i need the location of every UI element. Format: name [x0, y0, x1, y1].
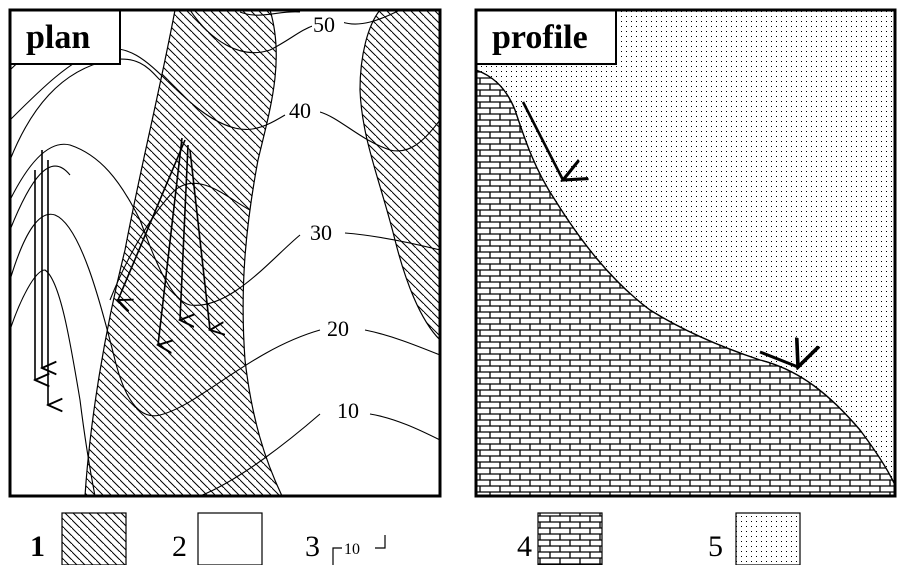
arrow-center-1 [158, 137, 183, 345]
contour-line-inner [10, 165, 251, 301]
contour-line-30 [10, 143, 440, 306]
arrow-center-2 [180, 144, 188, 320]
plan-title: plan [26, 19, 90, 56]
legend-contour-sample: 10 [344, 541, 360, 558]
profile-arrow-lower [759, 352, 798, 367]
contour-label-30: 30 [310, 220, 332, 245]
legend-swatch-brick [537, 512, 603, 565]
plan-title-box [9, 9, 121, 65]
legend-swatch-contour: 10 [332, 535, 386, 565]
plan-frame [8, 8, 442, 498]
contour-label-40: 40 [289, 98, 311, 123]
contour-lines [10, 10, 440, 496]
contour-line-20 [10, 213, 440, 417]
profile-title: profile [492, 19, 588, 56]
arrow-center-4 [118, 139, 186, 300]
contour-label-10: 10 [337, 398, 359, 423]
profile-frame [474, 8, 897, 498]
profile-arrow-upper [521, 101, 563, 180]
hatched-band-right [359, 10, 440, 341]
legend-swatch-dots [735, 512, 801, 565]
flow-arrows [35, 137, 210, 405]
profile-panel: profile [474, 8, 897, 498]
contour-line-40 [10, 47, 440, 152]
contour-line-10 [10, 269, 440, 496]
contour-label-20: 20 [327, 316, 349, 341]
legend-number-2: 2 [172, 530, 187, 563]
brick-bedrock [476, 69, 895, 496]
contour-label-50: 50 [313, 12, 335, 37]
legend-number-4: 4 [517, 530, 532, 563]
profile-title-box [475, 9, 617, 65]
legend-number-3: 3 [305, 530, 320, 563]
legend-number-1: 1 [30, 530, 45, 563]
plan-panel: 50 40 30 20 10 plan [8, 8, 442, 498]
legend-swatch-hatch [61, 512, 127, 565]
legend-swatch-blank [197, 512, 263, 565]
arrow-center-3 [189, 149, 210, 330]
legend: 1 2 3 10 4 5 [30, 512, 801, 565]
legend-number-5: 5 [708, 530, 723, 563]
